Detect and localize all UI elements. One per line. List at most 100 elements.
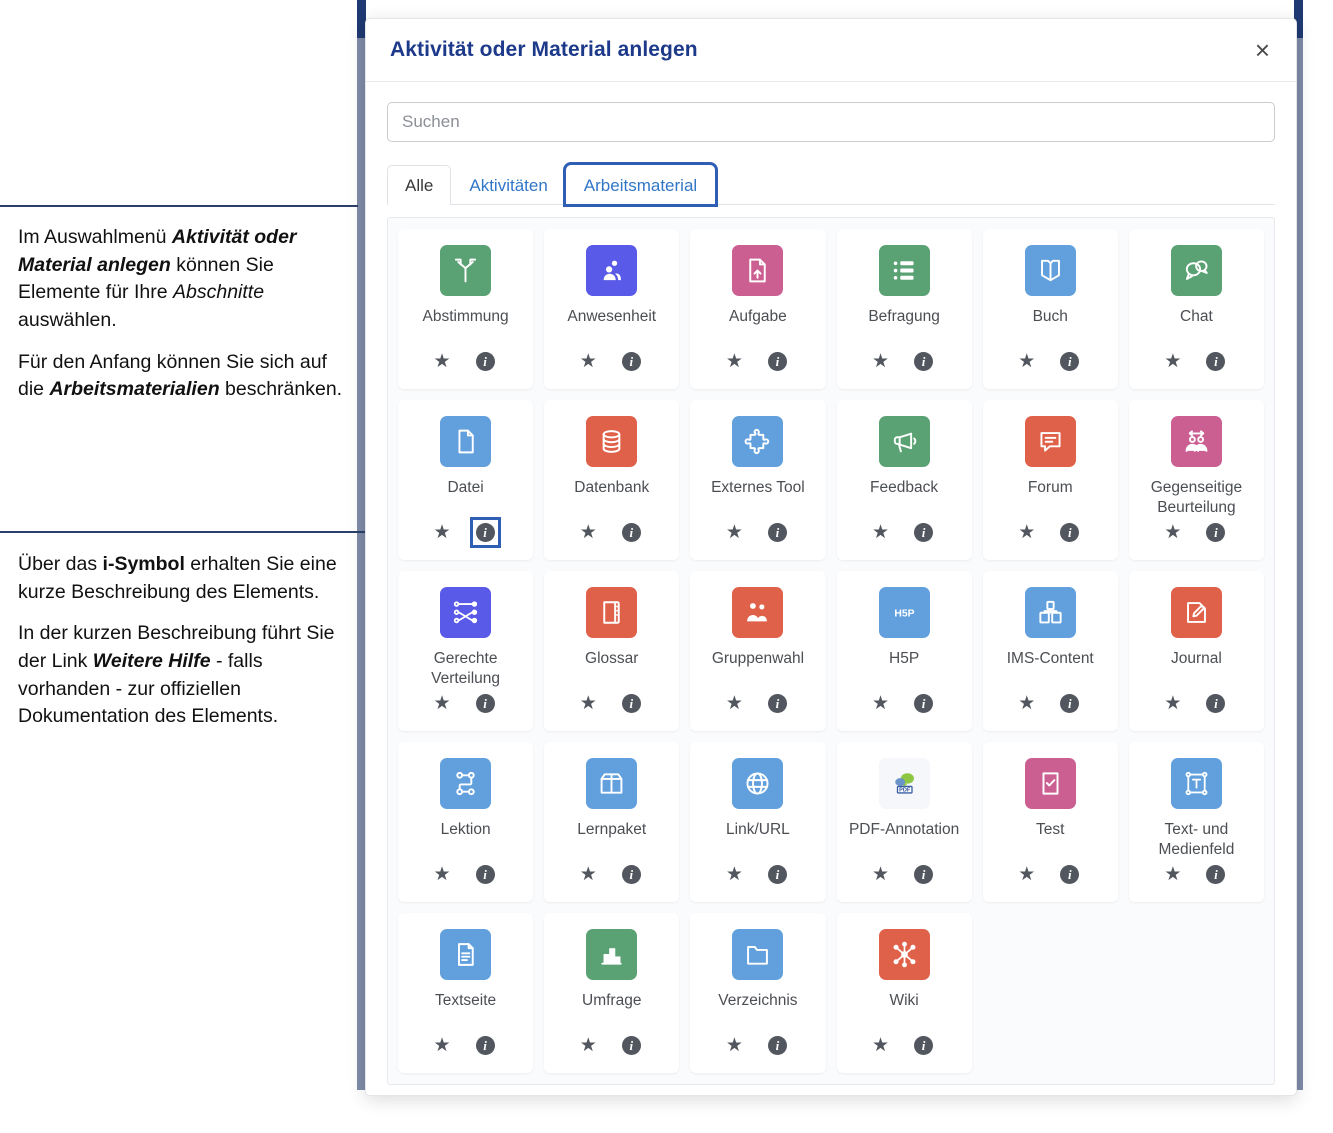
info-icon[interactable]: i bbox=[767, 352, 787, 371]
chooser-card-externes-tool[interactable]: Externes Tool★i bbox=[690, 400, 826, 560]
info-icon[interactable]: i bbox=[1060, 523, 1080, 542]
info-icon[interactable]: i bbox=[621, 523, 641, 542]
tab-aktivit-ten[interactable]: Aktivitäten bbox=[451, 165, 565, 204]
chooser-card-test[interactable]: Test★i bbox=[982, 742, 1118, 902]
search-input[interactable] bbox=[387, 102, 1275, 142]
page-left-edge-bar-top bbox=[357, 0, 366, 38]
chooser-card-actions: ★i bbox=[690, 1033, 825, 1058]
star-icon[interactable]: ★ bbox=[1018, 693, 1036, 714]
star-icon[interactable]: ★ bbox=[579, 693, 597, 714]
star-icon[interactable]: ★ bbox=[725, 351, 743, 372]
info-icon[interactable]: i bbox=[767, 523, 787, 542]
svg-text:PDF: PDF bbox=[899, 787, 911, 793]
chooser-card-buch[interactable]: Buch★i bbox=[982, 229, 1118, 389]
star-icon[interactable]: ★ bbox=[433, 864, 451, 885]
chooser-card-aufgabe[interactable]: Aufgabe★i bbox=[690, 229, 826, 389]
star-icon[interactable]: ★ bbox=[872, 864, 890, 885]
svg-text:H5P: H5P bbox=[894, 609, 914, 620]
journal-pencil-icon bbox=[1170, 587, 1222, 638]
info-icon[interactable]: i bbox=[475, 1036, 495, 1055]
info-icon[interactable]: i bbox=[914, 352, 934, 371]
chooser-card-anwesenheit[interactable]: Anwesenheit★i bbox=[544, 229, 680, 389]
chooser-card-feedback[interactable]: Feedback★i bbox=[836, 400, 972, 560]
star-icon[interactable]: ★ bbox=[1164, 693, 1182, 714]
info-icon[interactable]: i bbox=[1060, 352, 1080, 371]
chooser-card-label: Lernpaket bbox=[577, 821, 647, 838]
chooser-card-wiki[interactable]: Wiki★i bbox=[836, 913, 972, 1073]
chooser-card-actions: ★i bbox=[983, 691, 1118, 716]
chooser-card-datenbank[interactable]: Datenbank★i bbox=[544, 400, 680, 560]
info-icon[interactable]: i bbox=[914, 865, 934, 884]
info-icon[interactable]: i bbox=[914, 1036, 934, 1055]
star-icon[interactable]: ★ bbox=[872, 522, 890, 543]
chooser-card-verzeichnis[interactable]: Verzeichnis★i bbox=[690, 913, 826, 1073]
star-icon[interactable]: ★ bbox=[1164, 864, 1182, 885]
info-icon[interactable]: i bbox=[621, 694, 641, 713]
info-icon[interactable]: i bbox=[914, 694, 934, 713]
info-icon[interactable]: i bbox=[475, 523, 495, 542]
star-icon[interactable]: ★ bbox=[433, 693, 451, 714]
star-icon[interactable]: ★ bbox=[579, 351, 597, 372]
chooser-card-forum[interactable]: Forum★i bbox=[982, 400, 1118, 560]
info-icon[interactable]: i bbox=[1206, 865, 1226, 884]
info-icon[interactable]: i bbox=[475, 694, 495, 713]
star-icon[interactable]: ★ bbox=[872, 351, 890, 372]
star-icon[interactable]: ★ bbox=[725, 1035, 743, 1056]
chooser-card-datei[interactable]: Datei★i bbox=[398, 400, 534, 560]
chooser-card-ims-content[interactable]: IMS-Content★i bbox=[982, 571, 1118, 731]
star-icon[interactable]: ★ bbox=[872, 1035, 890, 1056]
chooser-card-textseite[interactable]: Textseite★i bbox=[398, 913, 534, 1073]
info-icon[interactable]: i bbox=[621, 352, 641, 371]
info-icon[interactable]: i bbox=[475, 352, 495, 371]
info-icon[interactable]: i bbox=[475, 865, 495, 884]
star-icon[interactable]: ★ bbox=[1164, 522, 1182, 543]
star-icon[interactable]: ★ bbox=[579, 864, 597, 885]
chooser-card-label: Befragung bbox=[868, 308, 940, 325]
chooser-card-abstimmung[interactable]: Abstimmung★i bbox=[398, 229, 534, 389]
star-icon[interactable]: ★ bbox=[1164, 351, 1182, 372]
info-icon[interactable]: i bbox=[1206, 523, 1226, 542]
chooser-card-umfrage[interactable]: Umfrage★i bbox=[544, 913, 680, 1073]
star-icon[interactable]: ★ bbox=[1018, 864, 1036, 885]
info-icon[interactable]: i bbox=[914, 523, 934, 542]
info-icon[interactable]: i bbox=[767, 694, 787, 713]
chooser-card-gegenseitige-beurteilung[interactable]: Gegenseitige Beurteilung★i bbox=[1128, 400, 1264, 560]
info-icon-wrapper: i bbox=[765, 349, 790, 374]
tab-arbeitsmaterial[interactable]: Arbeitsmaterial bbox=[562, 162, 719, 207]
star-icon[interactable]: ★ bbox=[725, 693, 743, 714]
info-icon[interactable]: i bbox=[767, 865, 787, 884]
chooser-card-actions: ★i bbox=[837, 691, 972, 716]
star-icon[interactable]: ★ bbox=[433, 1035, 451, 1056]
chooser-card-text-und-medienfeld[interactable]: Text- und Medienfeld★i bbox=[1128, 742, 1264, 902]
star-icon[interactable]: ★ bbox=[725, 522, 743, 543]
chooser-card-glossar[interactable]: Glossar★i bbox=[544, 571, 680, 731]
star-icon[interactable]: ★ bbox=[725, 864, 743, 885]
info-icon[interactable]: i bbox=[621, 1036, 641, 1055]
chooser-card-gerechte-verteilung[interactable]: Gerechte Verteilung★i bbox=[398, 571, 534, 731]
info-icon[interactable]: i bbox=[1060, 865, 1080, 884]
star-icon[interactable]: ★ bbox=[433, 522, 451, 543]
info-icon[interactable]: i bbox=[1206, 694, 1226, 713]
chooser-card-gruppenwahl[interactable]: Gruppenwahl★i bbox=[690, 571, 826, 731]
info-icon[interactable]: i bbox=[1206, 352, 1226, 371]
chooser-card-link-url[interactable]: Link/URL★i bbox=[690, 742, 826, 902]
info-icon[interactable]: i bbox=[621, 865, 641, 884]
close-icon[interactable]: × bbox=[1249, 35, 1276, 65]
info-icon[interactable]: i bbox=[1060, 694, 1080, 713]
star-icon[interactable]: ★ bbox=[872, 693, 890, 714]
chooser-card-befragung[interactable]: Befragung ★ i bbox=[836, 229, 972, 389]
chooser-card-chat[interactable]: Chat★i bbox=[1128, 229, 1264, 389]
tab-alle[interactable]: Alle bbox=[387, 165, 452, 205]
chooser-card-lektion[interactable]: Lektion★i bbox=[398, 742, 534, 902]
star-icon[interactable]: ★ bbox=[433, 351, 451, 372]
star-icon[interactable]: ★ bbox=[579, 1035, 597, 1056]
chooser-card-lernpaket[interactable]: Lernpaket ★ i bbox=[544, 742, 680, 902]
star-icon[interactable]: ★ bbox=[1018, 351, 1036, 372]
info-icon[interactable]: i bbox=[767, 1036, 787, 1055]
star-icon[interactable]: ★ bbox=[1018, 522, 1036, 543]
chooser-card-actions: ★i bbox=[690, 862, 825, 887]
star-icon[interactable]: ★ bbox=[579, 522, 597, 543]
chooser-card-journal[interactable]: Journal★i bbox=[1128, 571, 1264, 731]
